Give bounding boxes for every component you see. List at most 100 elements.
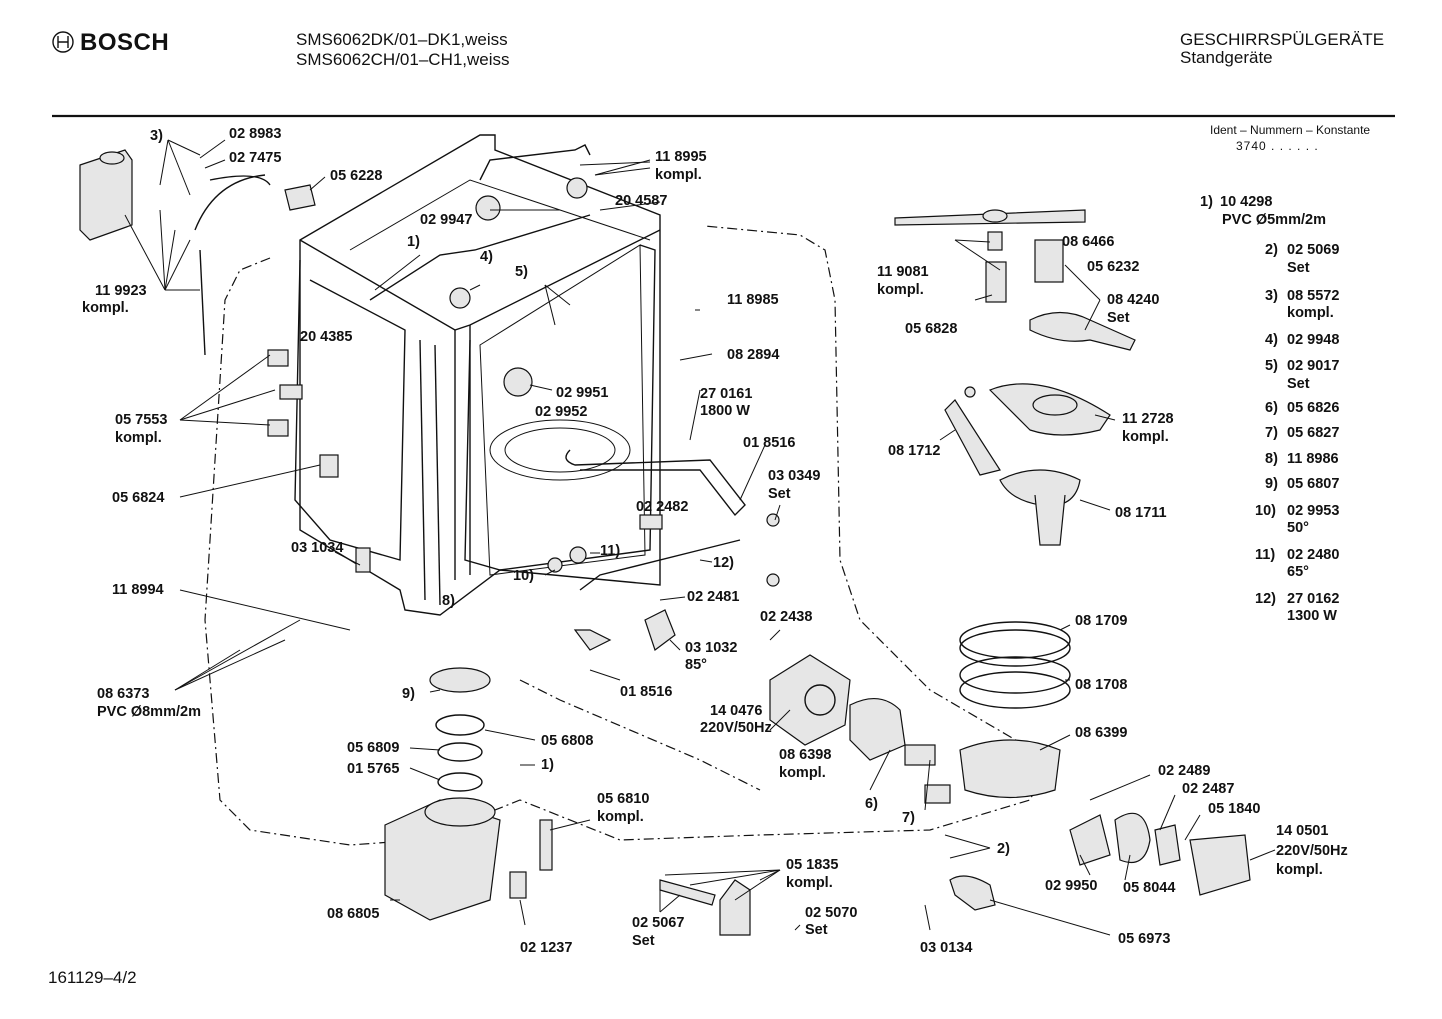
part-label: 08 6398	[779, 747, 832, 763]
legend-part: 02 9953	[1287, 503, 1340, 519]
part-label: 11 8994	[112, 582, 164, 598]
drain-pump	[949, 812, 1251, 911]
part-label: 02 9951	[556, 385, 609, 401]
legend-desc: 65°	[1287, 564, 1309, 580]
part-label: 11 2728	[1122, 411, 1174, 427]
legend-key: 12)	[1255, 591, 1276, 607]
part-label: 01 5765	[347, 761, 400, 777]
part-label: 2)	[997, 841, 1010, 857]
part-label: 08 4240	[1107, 292, 1160, 308]
legend-part: 27 0162	[1287, 591, 1340, 607]
legend-part: 08 5572	[1287, 288, 1340, 304]
part-label: kompl.	[779, 765, 826, 781]
part-label: 8)	[442, 593, 455, 609]
part-label: 02 8983	[229, 126, 282, 142]
legend-part: 02 9948	[1287, 332, 1340, 348]
part-label: 08 1711	[1115, 505, 1167, 521]
part-label: kompl.	[877, 282, 924, 298]
part-label: 02 7475	[229, 150, 282, 166]
part-label: 08 2894	[727, 347, 780, 363]
part-label: 08 6466	[1062, 234, 1115, 250]
legend-part: 11 8986	[1287, 451, 1339, 467]
brand-name: BOSCH	[80, 29, 170, 56]
spray-arm	[894, 209, 1086, 226]
part-label: 05 1835	[786, 857, 839, 873]
part-label: 12)	[713, 555, 734, 571]
part-label: kompl.	[655, 167, 702, 183]
part-label: kompl.	[82, 300, 129, 316]
part-label: 27 0161	[700, 386, 753, 402]
legend-part: 05 6807	[1287, 476, 1340, 492]
part-label: 02 9952	[535, 404, 588, 420]
legend-part: 02 2480	[1287, 547, 1340, 563]
part-label: 7)	[902, 810, 915, 826]
filter-assembly	[944, 383, 1111, 546]
part-label: 05 6809	[347, 740, 400, 756]
part-label: 20 4385	[300, 329, 353, 345]
side-panel	[294, 259, 406, 573]
legend-key: 10)	[1255, 503, 1276, 519]
part-label: Set	[805, 922, 828, 938]
part-label: 11 9923	[95, 283, 147, 299]
part-label: 05 6824	[112, 490, 165, 506]
part-label: 05 6808	[541, 733, 594, 749]
part-label: 08 1708	[1075, 677, 1128, 693]
part-label: 08 6805	[327, 906, 380, 922]
legend-key: 8)	[1265, 451, 1278, 467]
part-label: 02 2438	[760, 609, 813, 625]
legend-key: 11)	[1255, 547, 1276, 563]
legend-part: 02 5069	[1287, 242, 1340, 258]
model-line-1: SMS6062DK/01–DK1,weiss	[296, 30, 508, 49]
model-line-2: SMS6062CH/01–CH1,weiss	[296, 50, 510, 69]
part-label: 1)	[407, 234, 420, 250]
part-label: 05 8044	[1123, 880, 1176, 896]
part-label: 08 6373	[97, 686, 150, 702]
part-label: 11 8995	[655, 149, 707, 165]
part-label: 08 1709	[1075, 613, 1128, 629]
legend-desc: Set	[1287, 260, 1310, 276]
ident-value: 3740 . . . . . .	[1236, 139, 1319, 153]
part-label: 02 2482	[636, 499, 689, 515]
legend-desc: 50°	[1287, 520, 1309, 536]
nozzle-parts	[985, 231, 1136, 351]
part-label: 4)	[480, 249, 493, 265]
sump-rings	[959, 621, 1071, 799]
part-label: 05 1840	[1208, 801, 1261, 817]
part-label: Set	[632, 933, 655, 949]
part-label: 02 2489	[1158, 763, 1211, 779]
part-label: 02 9947	[420, 212, 473, 228]
part-label: kompl.	[786, 875, 833, 891]
part-label: 20 4587	[615, 193, 668, 209]
legend-part: 02 9017	[1287, 358, 1340, 374]
part-label: 02 5070	[805, 905, 858, 921]
part-label: 05 6810	[597, 791, 650, 807]
part-label: 03 1032	[685, 640, 738, 656]
legend-key: 5)	[1265, 358, 1278, 374]
ident-title: Ident – Nummern – Konstante	[1210, 123, 1371, 137]
part-label: PVC Ø8mm/2m	[97, 704, 201, 720]
legend-key: 4)	[1265, 332, 1278, 348]
bosch-logo-icon	[52, 31, 74, 53]
legend-part: 05 6826	[1287, 400, 1340, 416]
sump-tank	[384, 667, 501, 921]
part-label: 14 0476	[710, 703, 763, 719]
part-label: 11 9081	[877, 264, 929, 280]
part-label: 220V/50Hz	[1276, 843, 1348, 859]
part-label: 1)	[541, 757, 554, 773]
legend-desc: 1300 W	[1287, 608, 1337, 624]
legend-key: 2)	[1265, 242, 1278, 258]
legend-key: 1)	[1200, 194, 1213, 210]
part-label: 5)	[515, 264, 528, 280]
part-label: 02 1237	[520, 940, 573, 956]
part-label: 02 2487	[1182, 781, 1235, 797]
legend-part: 05 6827	[1287, 425, 1340, 441]
part-label: kompl.	[597, 809, 644, 825]
part-label: 02 9950	[1045, 878, 1098, 894]
part-label: 11)	[600, 543, 621, 559]
part-label: 03 0349	[768, 468, 821, 484]
part-label: 9)	[402, 686, 415, 702]
part-label: 6)	[865, 796, 878, 812]
part-label: 11 8985	[727, 292, 779, 308]
part-label: Set	[1107, 310, 1130, 326]
